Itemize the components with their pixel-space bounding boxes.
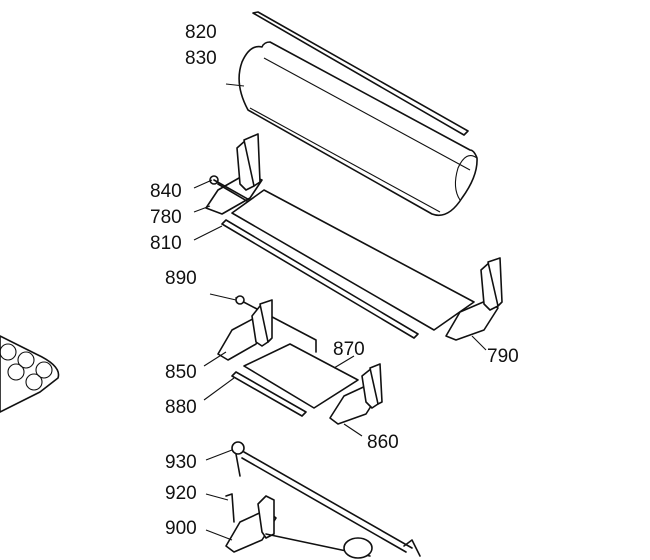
callout-900: 900	[165, 518, 197, 539]
part-930-rod	[231, 441, 413, 553]
callout-780: 780	[150, 207, 182, 228]
callout-860: 860	[367, 432, 399, 453]
part-830-roller-cover	[238, 41, 478, 217]
part-810-tray	[231, 189, 475, 331]
part-820-strip	[252, 11, 469, 136]
part-880-rail	[231, 371, 307, 417]
part-780-left-bracket	[205, 133, 263, 215]
part-900-bracket	[225, 495, 421, 559]
callout-850: 850	[165, 362, 197, 383]
leader-lines	[193, 83, 487, 541]
part-partial-left-tray	[0, 335, 60, 413]
part-790-right-bracket	[445, 257, 503, 341]
callout-830: 830	[185, 48, 217, 69]
callout-810: 810	[150, 233, 182, 254]
callout-790: 790	[487, 346, 519, 367]
part-850-bracket	[217, 299, 273, 361]
callout-890: 890	[165, 268, 197, 289]
callout-870: 870	[333, 339, 365, 360]
callout-840: 840	[150, 181, 182, 202]
callout-880: 880	[165, 397, 197, 418]
part-920-pin	[225, 493, 235, 523]
part-870-tray	[243, 343, 359, 409]
callout-920: 920	[165, 483, 197, 504]
callout-930: 930	[165, 452, 197, 473]
callout-820: 820	[185, 22, 217, 43]
part-860-bracket	[329, 363, 383, 425]
part-810-rail	[221, 219, 419, 339]
